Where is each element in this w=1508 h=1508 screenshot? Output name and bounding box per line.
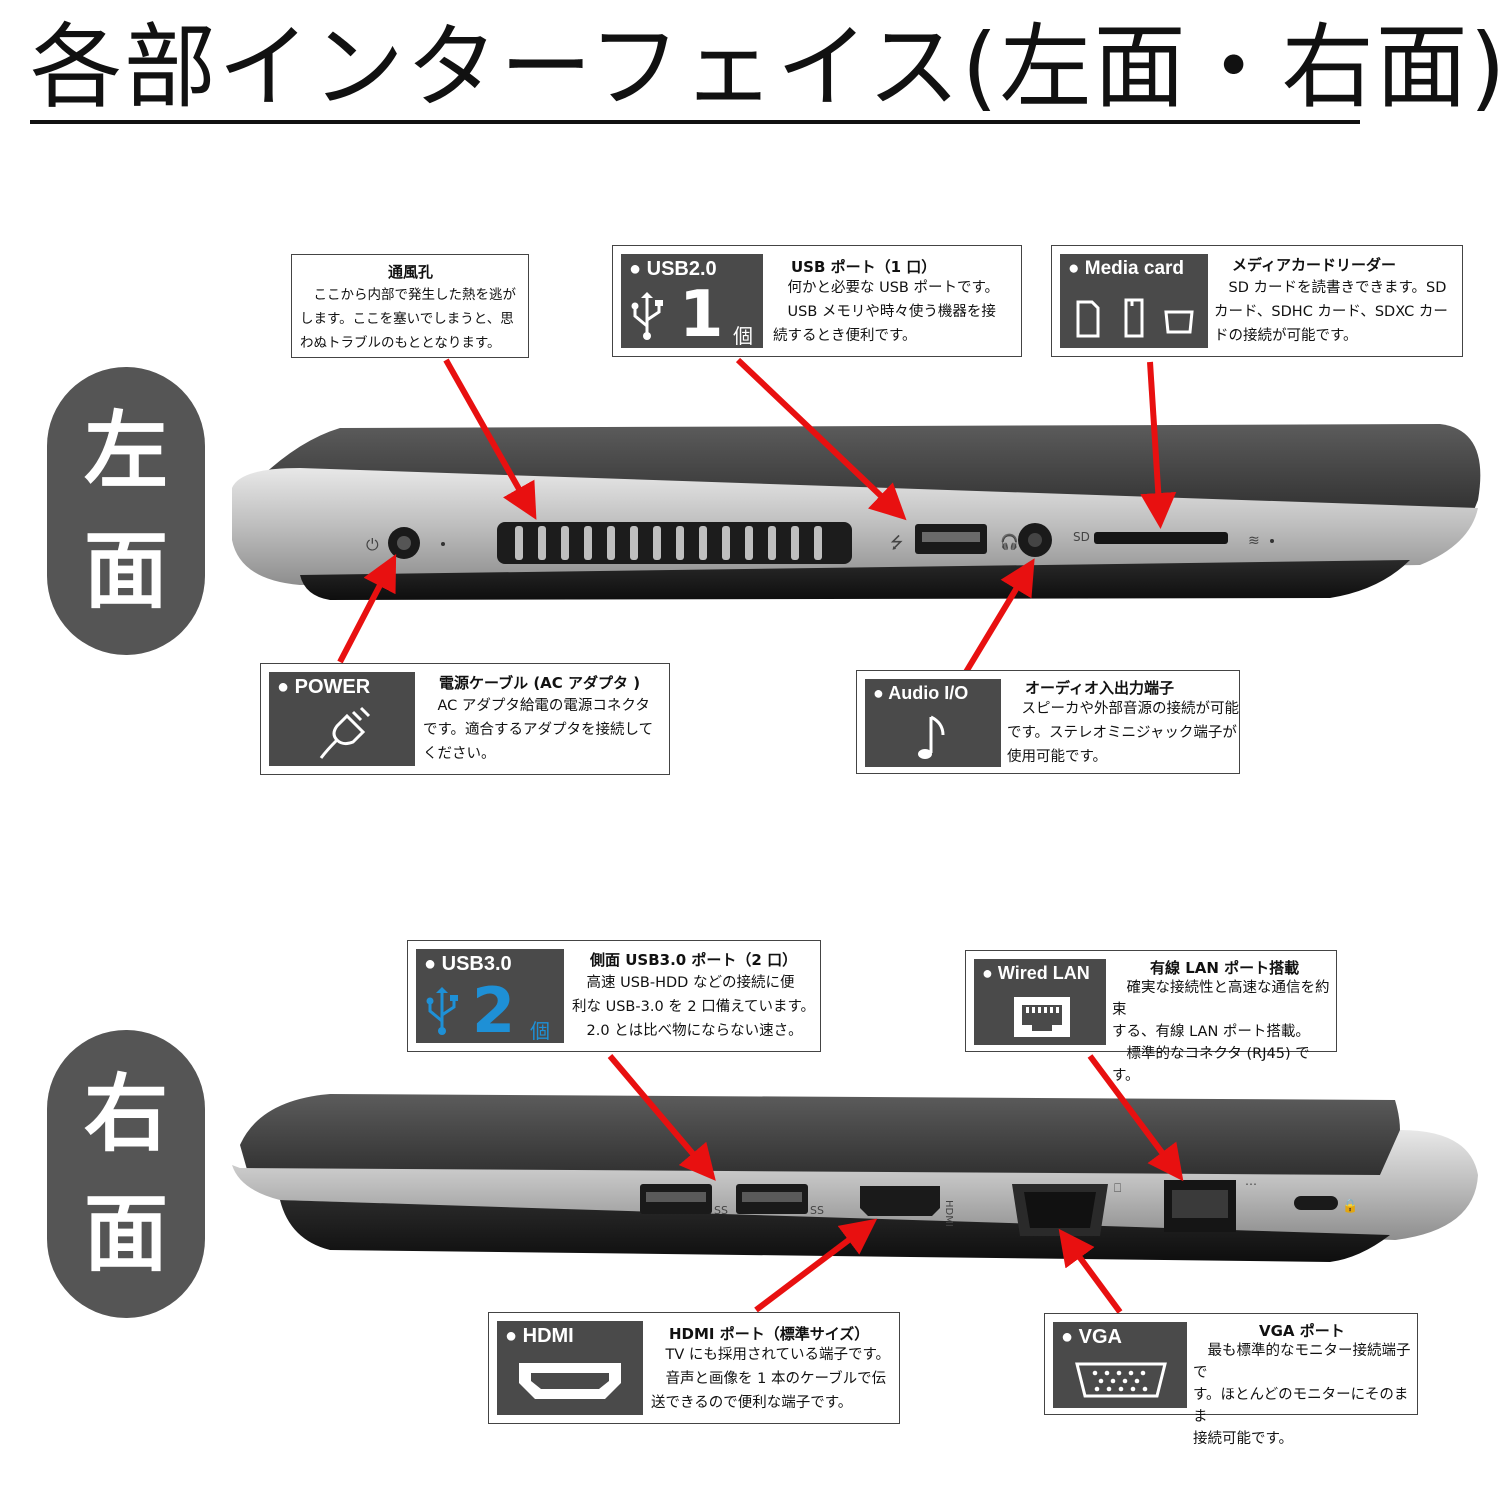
right-side-char-1: 右 bbox=[83, 1065, 168, 1163]
media-card-desc: SD カードを読書きできます。SD カード、SDHC カード、SDXC カー ド… bbox=[1214, 280, 1448, 344]
page-title: 各部インターフェイス(左面・右面) bbox=[30, 14, 1508, 121]
left-side-badge: 左 面 bbox=[47, 367, 205, 655]
wired-lan-callout: ● Wired LAN 有線 LAN ポート搭載 確実な接続性と高速な通信を約束… bbox=[965, 950, 1337, 1084]
usb2-title: USB ポート（1 口） bbox=[791, 258, 937, 276]
power-symbol-icon: ⏻ bbox=[366, 535, 379, 554]
left-side-char-1: 左 bbox=[83, 402, 168, 500]
sd-label: SD bbox=[1073, 530, 1090, 544]
vga-chip: ● VGA bbox=[1053, 1322, 1187, 1408]
sd-card-icon bbox=[1076, 298, 1194, 338]
usb2-unit: 個 bbox=[733, 324, 753, 348]
vga-desc: 最も標準的なモニター接続端子で す。ほとんどのモニターにそのまま 接続可能です。 bbox=[1193, 1343, 1411, 1447]
usb2-chip-label: ● USB2.0 bbox=[629, 258, 717, 280]
usb2-desc: 何かと必要な USB ポートです。 USB メモリや時々使う機器を接 続するとき… bbox=[773, 280, 1000, 344]
pointer-arrows bbox=[337, 357, 1184, 1314]
vent-callout: 通風孔 ここから内部で発生した熱を逃が します。ここを塞いでしまうと、思 わぬト… bbox=[291, 254, 529, 358]
wired-lan-chip: ● Wired LAN bbox=[974, 959, 1106, 1045]
power-plug-icon bbox=[319, 706, 371, 759]
title-underline bbox=[30, 120, 1360, 124]
laptop-left-view: ⏻ ⭍ 🎧 SD ≋ bbox=[232, 424, 1481, 600]
svg-text:⭍: ⭍ bbox=[890, 533, 903, 552]
usb3-callout: ● USB3.0 2 個 側面 USB3.0 ポート（2 口） 高速 USB-H… bbox=[407, 940, 821, 1052]
wired-lan-desc: 確実な接続性と高速な通信を約束 する、有線 LAN ポート搭載。 標準的なコネク… bbox=[1112, 980, 1330, 1084]
vga-callout: ● VGA VGA ポート 最も標準的なモニター接続端子で す。ほとんどのモニタ… bbox=[1044, 1313, 1418, 1447]
svg-text:🎧: 🎧 bbox=[1000, 533, 1019, 551]
hdmi-chip: ● HDMI bbox=[497, 1321, 643, 1415]
audio-chip-label: ● Audio I/O bbox=[873, 683, 969, 703]
hdmi-label: HDMI bbox=[943, 1200, 954, 1227]
svg-text:SS: SS bbox=[714, 1204, 728, 1217]
audio-callout: ● Audio I/O オーディオ入出力端子 スピーカや外部音源の接続が可能 で… bbox=[856, 670, 1240, 774]
usb3-chip-label: ● USB3.0 bbox=[424, 953, 512, 975]
svg-text:⋯: ⋯ bbox=[1245, 1177, 1257, 1191]
media-card-chip-label: ● Media card bbox=[1068, 258, 1185, 279]
right-side-char-2: 面 bbox=[83, 1185, 168, 1283]
hdmi-chip-label: ● HDMI bbox=[505, 1325, 574, 1347]
usb2-callout: ● USB2.0 1 個 USB ポート（1 口） 何かと必要な USB ポート… bbox=[612, 245, 1022, 357]
power-desc: AC アダプタ給電の電源コネクタ です。適合するアダプタを接続して ください。 bbox=[423, 698, 654, 762]
usb-icon bbox=[426, 987, 458, 1035]
usb2-chip: ● USB2.0 1 個 bbox=[621, 254, 763, 352]
usb3-chip: ● USB3.0 2 個 bbox=[416, 949, 564, 1047]
usb3-unit: 個 bbox=[530, 1019, 550, 1043]
wired-lan-chip-label: ● Wired LAN bbox=[982, 963, 1090, 983]
svg-text:🔒: 🔒 bbox=[1342, 1199, 1358, 1214]
hdmi-callout: ● HDMI HDMI ポート（標準サイズ） TV にも採用されている端子です。… bbox=[488, 1312, 900, 1424]
audio-desc: スピーカや外部音源の接続が可能 です。ステレオミニジャック端子が 使用可能です。 bbox=[1007, 701, 1239, 765]
hdmi-title: HDMI ポート（標準サイズ） bbox=[669, 1325, 870, 1343]
power-title: 電源ケーブル (AC アダプタ ) bbox=[439, 674, 641, 692]
usb2-count: 1 bbox=[679, 278, 724, 352]
hdmi-port-icon bbox=[519, 1363, 621, 1399]
svg-text:≋: ≋ bbox=[1248, 533, 1260, 549]
left-side-char-2: 面 bbox=[83, 522, 168, 620]
power-chip-label: ● POWER bbox=[277, 676, 371, 698]
audio-title: オーディオ入出力端子 bbox=[1025, 679, 1174, 697]
usb-icon bbox=[631, 292, 663, 340]
laptop-right-view: SS SS HDMI ⎕ ⋯ 🔒 bbox=[232, 1094, 1478, 1262]
svg-text:⎕: ⎕ bbox=[1114, 1181, 1121, 1195]
power-chip: ● POWER bbox=[269, 672, 415, 766]
ethernet-port-icon bbox=[1014, 997, 1070, 1037]
hdmi-desc: TV にも採用されている端子です。 音声と画像を 1 本のケーブルで伝 送できる… bbox=[651, 1347, 890, 1411]
vent-slots bbox=[515, 526, 822, 560]
usb3-count: 2 bbox=[472, 974, 516, 1047]
usb3-desc: 高速 USB-HDD などの接続に便 利な USB-3.0 を 2 口備えていま… bbox=[572, 975, 816, 1039]
media-card-title: メディアカードリーダー bbox=[1232, 256, 1396, 274]
usb3-title: 側面 USB3.0 ポート（2 口） bbox=[590, 951, 798, 969]
vga-title: VGA ポート bbox=[1259, 1322, 1345, 1340]
right-side-badge: 右 面 bbox=[47, 1030, 205, 1318]
vga-port-icon bbox=[1075, 1362, 1167, 1398]
wired-lan-title: 有線 LAN ポート搭載 bbox=[1150, 959, 1300, 977]
audio-chip: ● Audio I/O bbox=[865, 679, 1001, 767]
media-card-callout: ● Media card メディアカードリーダー SD カードを読書きできます。… bbox=[1051, 245, 1463, 357]
power-callout: ● POWER 電源ケーブル (AC アダプタ ) AC アダプタ給電の電源コネ… bbox=[260, 663, 670, 775]
media-card-chip: ● Media card bbox=[1060, 254, 1208, 348]
music-note-icon bbox=[918, 715, 945, 759]
vga-chip-label: ● VGA bbox=[1061, 1326, 1122, 1348]
vent-desc: ここから内部で発生した熱を逃が します。ここを塞いでしまうと、思 わぬトラブルの… bbox=[300, 287, 516, 351]
svg-text:SS: SS bbox=[810, 1204, 824, 1217]
vent-title: 通風孔 bbox=[388, 263, 434, 281]
